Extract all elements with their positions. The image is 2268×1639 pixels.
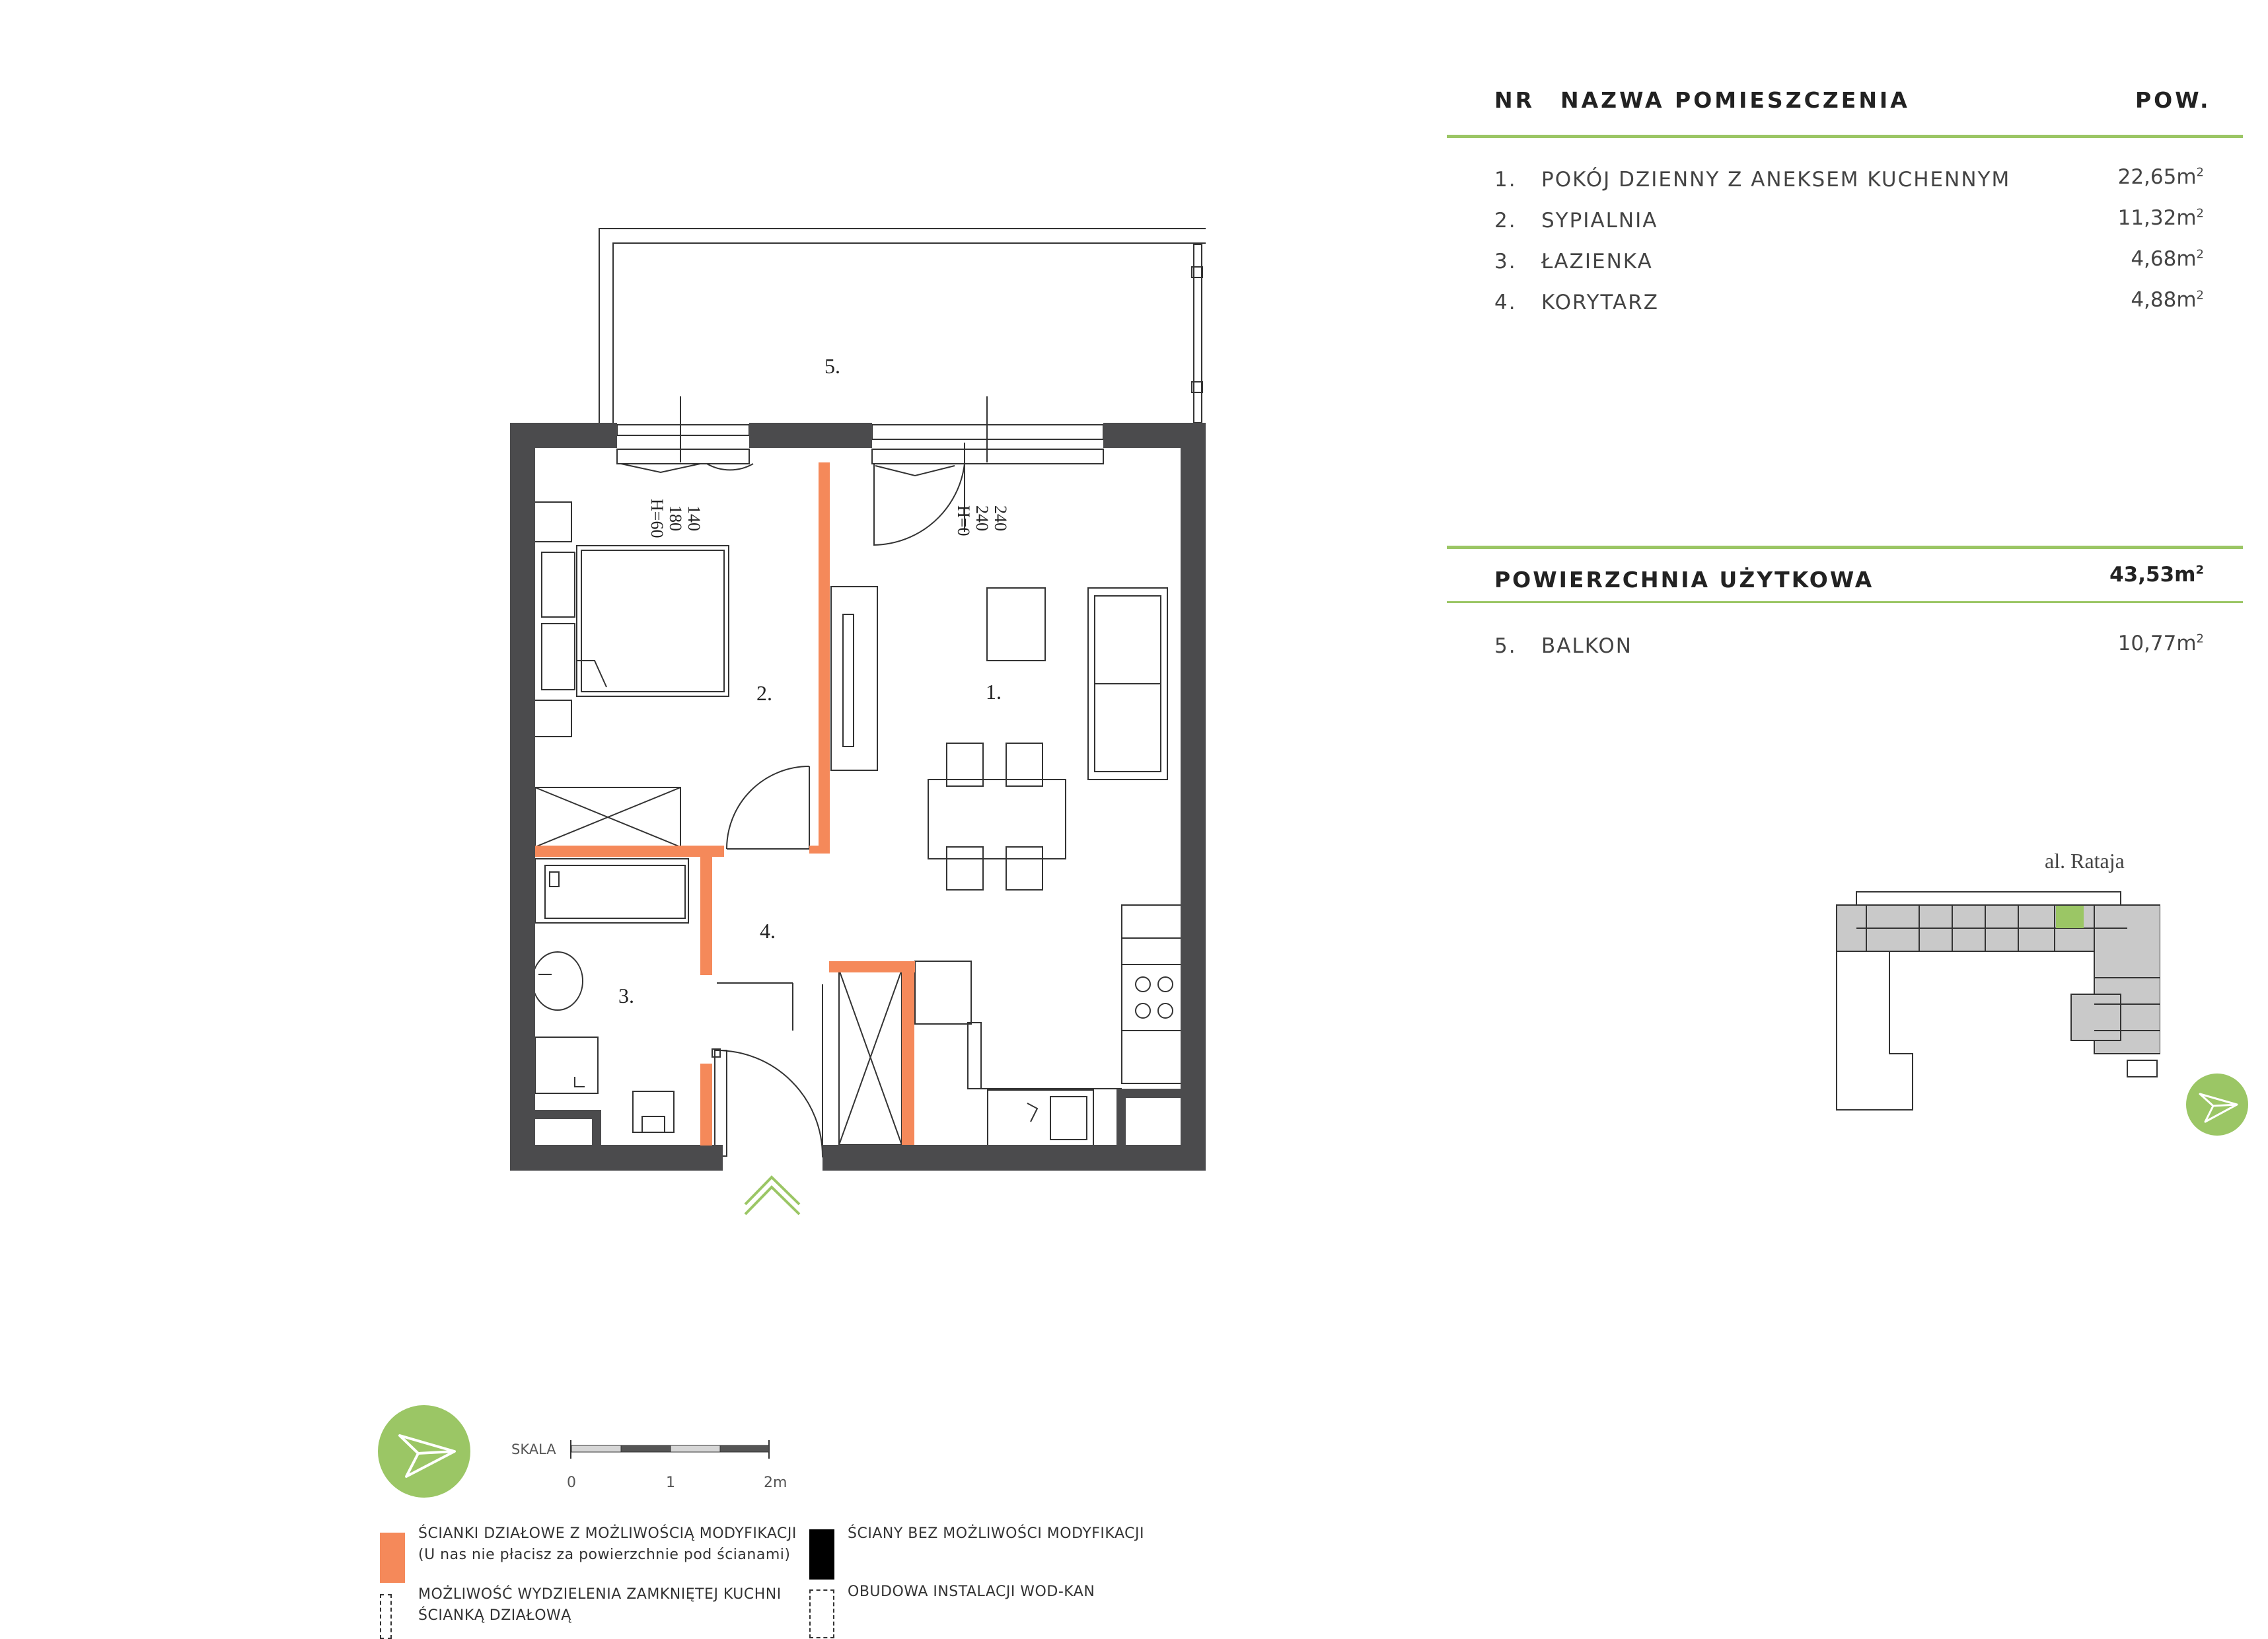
wardrobe [534,787,681,848]
entrance-arrow-icon [744,1175,801,1216]
col-area-header: POW. [2135,87,2211,113]
room-label-2: 2. [756,681,772,705]
compass-large-icon [378,1405,470,1498]
washing-machine [534,1037,599,1094]
apartment-highlight [2056,906,2084,928]
room-label-1: 1. [986,680,1002,704]
street-label: al. Rataja [2045,849,2125,873]
sofa [1087,587,1168,780]
room-name: KORYTARZ [1541,291,1660,314]
room-nr: 5. [1494,634,1517,658]
legend-orange-text: ŚCIANKI DZIAŁOWE Z MOŻLIWOŚCIĄ MODYFIKAC… [418,1523,797,1566]
usable-area-label: POWIERZCHNIA UŻYTKOWA [1494,567,1874,593]
legend-orange-line1: ŚCIANKI DZIAŁOWE Z MOŻLIWOŚCIĄ MODYFIKAC… [418,1525,797,1542]
scale-bar [570,1440,770,1459]
room-name: SYPIALNIA [1541,209,1658,233]
legend-black-text: ŚCIANY BEZ MOŻLIWOŚCI MODYFIKACJI [848,1525,1144,1542]
entrance-door [712,982,823,1157]
usable-bottom-rule [1447,601,2243,603]
window-dim-right-2: 240 [972,505,992,531]
table-header-rule [1447,135,2243,138]
bed [541,545,729,697]
key-plan [1836,891,2160,1111]
nightstand [531,501,572,542]
legend-kitchen-line2: ŚCIANKĄ DZIAŁOWĄ [418,1607,571,1624]
room-label-5: 5. [824,354,840,378]
room-nr: 3. [1494,250,1517,273]
tv-unit [830,586,878,771]
room-label-3: 3. [618,984,634,1007]
usable-top-rule [1447,546,2243,549]
legend-orange-swatch [380,1533,405,1583]
modifiable-walls [535,462,915,1146]
room-label-4: 4. [760,919,776,943]
toilet [632,1091,675,1133]
dresser [531,700,572,737]
legend-kitchen-swatch [380,1594,392,1639]
room-area: 10,77m2 [2117,632,2204,655]
window-dim-left-3: H=60 [647,499,667,538]
room-nr: 2. [1494,209,1517,233]
washbasin [532,951,583,1011]
compass-icon [2186,1074,2248,1136]
window-left [616,396,754,474]
bedroom-door [726,766,810,850]
room-nr: 4. [1494,291,1517,314]
room-nr: 1. [1494,168,1517,192]
room-area: 4,68m2 [2131,247,2204,271]
floor-plan: 5. 2. 1. 4. 3. 140 180 H=60 240 240 H=0 [510,228,1206,1216]
room-name: POKÓJ DZIENNY Z ANEKSEM KUCHENNYM [1541,168,2011,192]
legend-black-swatch [809,1529,834,1580]
scale-tick-0: 0 [567,1475,576,1491]
legend-dashed-swatch [809,1589,834,1638]
scale-label: SKALA [511,1441,556,1457]
building-outline [1836,904,2160,1054]
balcony-outline [599,228,1206,423]
window-dim-right-3: H=0 [954,505,973,536]
legend-kitchen-line1: MOŻLIWOŚĆ WYDZIELENIA ZAMKNIĘTEJ KUCHNI [418,1586,782,1603]
kitchen-wardrobe [838,969,902,1146]
window-dim-right-1: 240 [991,505,1010,531]
legend-kitchen-text: MOŻLIWOŚĆ WYDZIELENIA ZAMKNIĘTEJ KUCHNI … [418,1584,782,1626]
room-area: 11,32m2 [2117,206,2204,230]
fixed-walls [510,423,1206,1171]
armchair-table [986,587,1046,661]
bathtub [534,858,689,924]
kitchen-counter [914,904,1182,1147]
legend-orange-line2: (U nas nie płacisz za powierzchnie pod ś… [418,1547,791,1563]
window-dim-left-1: 140 [684,505,704,531]
usable-area-value: 43,53m2 [2109,563,2204,587]
dining-table [928,743,1066,891]
col-name-header: NAZWA POMIESZCZENIA [1560,87,1910,113]
legend-dashed-text: OBUDOWA INSTALACJI WOD-KAN [848,1584,1095,1600]
room-area: 22,65m2 [2117,165,2204,189]
room-name: BALKON [1541,634,1632,658]
room-area: 4,88m2 [2131,288,2204,312]
col-nr-header: NR [1494,87,1535,113]
scale-tick-1: 1 [666,1475,675,1491]
scale-tick-2: 2m [764,1475,787,1491]
room-name: ŁAZIENKA [1541,250,1653,273]
window-dim-left-2: 180 [666,505,685,531]
